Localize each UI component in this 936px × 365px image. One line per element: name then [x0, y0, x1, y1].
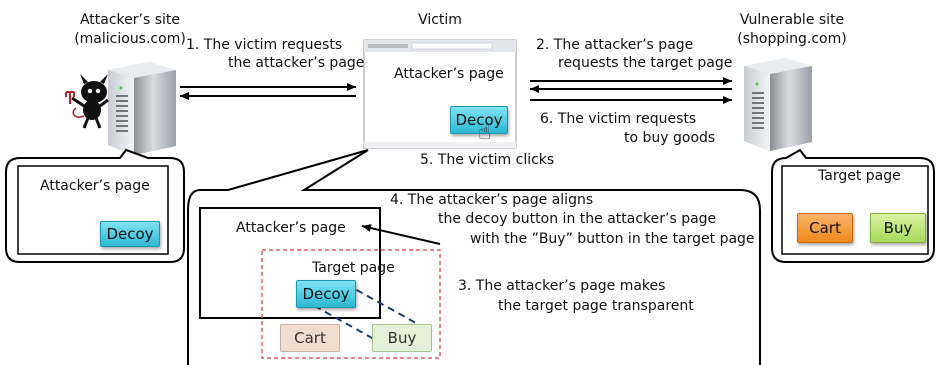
- victim-page-label: Attacker’s page: [394, 66, 504, 82]
- devil-icon: [65, 74, 109, 129]
- step-1-line-1: 1. The victim requests: [186, 37, 343, 53]
- step-2-line-1: 2. The attacker’s page: [536, 37, 694, 53]
- step-4-line-2: the decoy button in the attacker’s page: [438, 211, 717, 227]
- left-bubble-decoy-button[interactable]: Decoy: [100, 221, 160, 247]
- attacker-site-title: Attacker’s site: [79, 12, 181, 28]
- attacker-server-icon: [108, 62, 176, 155]
- right-bubble-page-label: Target page: [818, 168, 901, 184]
- overlay-attacker-page-frame: [199, 207, 381, 319]
- center-attacker-page-label: Attacker’s page: [236, 220, 346, 236]
- attacker-site-domain: (malicious.com): [74, 31, 186, 47]
- vulnerable-site-domain: (shopping.com): [737, 31, 847, 47]
- victim-decoy-button[interactable]: Decoy: [450, 106, 508, 134]
- browser-icon: [363, 39, 517, 149]
- alignment-line-bottom: [303, 299, 391, 349]
- step-2-line-2: requests the target page: [558, 55, 733, 71]
- victim-title: Victim: [418, 12, 462, 28]
- transparent-target-frame: [261, 249, 441, 359]
- step-3-line-1: 3. The attacker’s page makes: [458, 278, 666, 294]
- right-bubble-buy-button[interactable]: Buy: [870, 213, 926, 243]
- alignment-line-top: [345, 283, 433, 333]
- step-3-line-2: the target page transparent: [498, 298, 694, 314]
- step-6-line-2: to buy goods: [624, 130, 716, 146]
- step-6-line-1: 6. The victim requests: [540, 111, 697, 127]
- center-decoy-button[interactable]: Decoy: [296, 280, 356, 308]
- center-target-page-label: Target page: [312, 260, 395, 276]
- process-bubble: [187, 149, 761, 365]
- center-buy-button[interactable]: Buy: [372, 324, 432, 352]
- left-bubble-page-label: Attacker’s page: [40, 178, 150, 194]
- hand-cursor-icon: ☝: [478, 120, 492, 145]
- step-4-line-1: 4. The attacker’s page aligns: [390, 192, 594, 208]
- step-4-line-3: with the ”Buy” button in the target page: [470, 231, 755, 247]
- right-bubble-cart-button[interactable]: Cart: [797, 213, 853, 243]
- align-arrow: [361, 224, 441, 245]
- step-5-label: 5. The victim clicks: [420, 152, 555, 168]
- center-cart-button[interactable]: Cart: [280, 324, 340, 352]
- vulnerable-server-icon: [744, 58, 812, 151]
- step-1-line-2: the attacker’s page: [228, 55, 365, 71]
- vulnerable-site-title: Vulnerable site: [739, 12, 845, 28]
